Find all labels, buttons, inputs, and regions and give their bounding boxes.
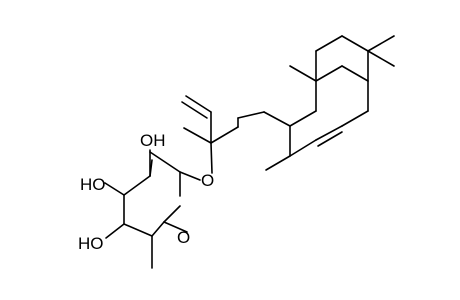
bond [315,35,343,52]
bond [210,126,239,144]
bond [185,95,212,113]
bond [104,182,125,196]
bond [105,223,125,239]
bond [181,101,208,119]
bond [315,125,343,141]
bond [367,50,395,67]
bond [163,205,181,223]
bond [341,65,369,82]
hydroxyl-label-top: OH [140,131,166,150]
bond [163,221,188,233]
bond [179,171,201,181]
bond [151,221,165,237]
bond [289,65,317,82]
hydroxyl-label-bottom: HO [78,234,104,253]
central-carbon-group [181,95,265,174]
hydroxyl-label-left: HO [80,175,106,194]
ether-oxygen-label: O [201,171,214,190]
sugar-substituents [104,149,201,269]
bond [123,175,151,196]
bond [289,110,317,127]
bond [263,111,291,127]
bond [289,139,317,157]
bond [341,110,369,127]
ring-oxygen-label: O [177,228,190,247]
bond [149,151,181,173]
bond [341,35,369,52]
bond [183,127,212,144]
bond [317,131,343,147]
bond [210,142,213,174]
bond [367,35,395,52]
bond [237,111,265,119]
bond [315,65,343,82]
bond [265,155,291,171]
bond [149,159,153,177]
bond [123,223,153,237]
sugar-ring [123,151,188,237]
decalin-system [263,35,395,171]
